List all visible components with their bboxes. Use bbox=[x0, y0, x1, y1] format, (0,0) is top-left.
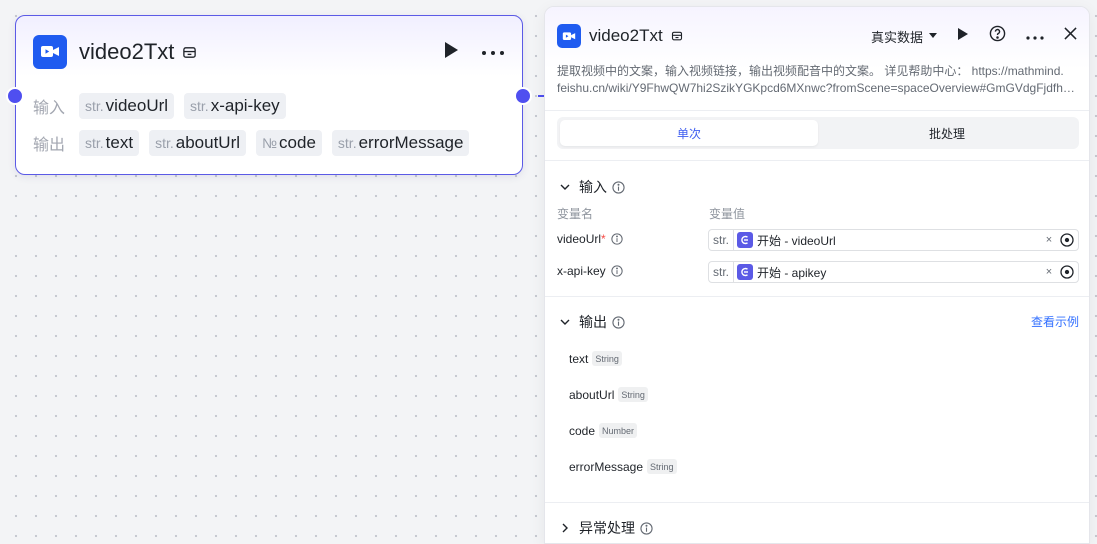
help-icon[interactable] bbox=[989, 25, 1006, 47]
node-header: video2Txt bbox=[33, 35, 505, 69]
more-icon[interactable] bbox=[481, 43, 505, 61]
target-icon[interactable] bbox=[1056, 233, 1078, 247]
info-icon[interactable] bbox=[612, 315, 625, 329]
start-node-icon bbox=[737, 232, 753, 248]
tab-single[interactable]: 单次 bbox=[560, 120, 818, 146]
node-output-tag: str.errorMessage bbox=[331, 130, 470, 156]
chevron-right-icon bbox=[557, 523, 573, 533]
plugin-store-icon[interactable] bbox=[671, 30, 683, 42]
see-example-link[interactable]: 查看示例 bbox=[1030, 315, 1079, 329]
tab-batch[interactable]: 批处理 bbox=[928, 126, 965, 141]
chevron-down-icon bbox=[557, 184, 573, 190]
node-title: video2Txt bbox=[79, 39, 175, 64]
panel-description: 提取视频中的文案，输入视频链接，输出视频配音中的文案。 详见帮助中心： http… bbox=[557, 64, 1077, 95]
chevron-down-icon bbox=[557, 319, 573, 325]
node-input-tag: str.x-api-key bbox=[184, 93, 286, 119]
clear-icon[interactable]: × bbox=[1045, 266, 1053, 278]
run-icon[interactable] bbox=[443, 41, 459, 64]
var-value-videourl[interactable]: str. 开始 - videoUrl × bbox=[708, 229, 1079, 251]
node-output-label: 输出 bbox=[33, 137, 66, 154]
node-output-tag: str.aboutUrl bbox=[149, 130, 247, 156]
panel-title: video2Txt bbox=[589, 26, 663, 45]
input-section-header[interactable]: 输入 bbox=[557, 177, 625, 197]
plugin-store-icon[interactable] bbox=[182, 45, 197, 60]
target-icon[interactable] bbox=[1056, 265, 1078, 279]
node-config-panel: video2Txt 真实数据 bbox=[544, 6, 1090, 544]
info-icon[interactable] bbox=[611, 265, 623, 277]
node-input-row: 输入 str.videoUrl str.x-api-key bbox=[33, 93, 296, 119]
col-head-name: 变量名 bbox=[557, 207, 594, 221]
var-name-x-api-key: x-api-key bbox=[557, 264, 623, 278]
info-icon[interactable] bbox=[612, 180, 625, 194]
divider bbox=[545, 502, 1089, 503]
data-mode-select[interactable]: 真实数据 bbox=[871, 27, 937, 46]
run-mode-tabs: 单次 批处理 bbox=[557, 117, 1079, 149]
var-value-x-api-key[interactable]: str. 开始 - apikey × bbox=[708, 261, 1079, 283]
col-head-value: 变量值 bbox=[709, 207, 746, 221]
node-output-port[interactable] bbox=[514, 87, 532, 105]
node-input-port[interactable] bbox=[6, 87, 24, 105]
var-ref: 开始 - videoUrl bbox=[737, 232, 840, 248]
exception-section-header[interactable]: 异常处理 bbox=[557, 518, 653, 538]
var-name-videourl: videoUrl* bbox=[557, 232, 623, 246]
output-section-header[interactable]: 输出 bbox=[557, 312, 625, 332]
info-icon[interactable] bbox=[611, 233, 623, 245]
node-input-tag: str.videoUrl bbox=[79, 93, 175, 119]
connection-edge bbox=[538, 95, 546, 97]
video-app-icon bbox=[33, 35, 67, 69]
info-icon[interactable] bbox=[640, 521, 653, 535]
start-node-icon bbox=[737, 264, 753, 280]
divider bbox=[545, 296, 1089, 297]
more-icon[interactable] bbox=[1026, 27, 1044, 45]
var-type: str. bbox=[709, 230, 734, 250]
node-output-tag: str.text bbox=[79, 130, 140, 156]
close-icon[interactable] bbox=[1064, 27, 1077, 45]
panel-header: video2Txt 真实数据 bbox=[545, 7, 1089, 111]
var-type: str. bbox=[709, 262, 734, 282]
workflow-node-video2txt[interactable]: video2Txt 输入 str.videoUrl str.x-api-key … bbox=[15, 15, 523, 175]
caret-down-icon bbox=[929, 33, 937, 38]
video-app-icon bbox=[557, 24, 581, 48]
node-input-label: 输入 bbox=[33, 100, 66, 117]
run-icon[interactable] bbox=[957, 27, 969, 46]
divider bbox=[545, 160, 1089, 161]
clear-icon[interactable]: × bbox=[1045, 234, 1053, 246]
var-ref: 开始 - apikey bbox=[737, 264, 830, 280]
